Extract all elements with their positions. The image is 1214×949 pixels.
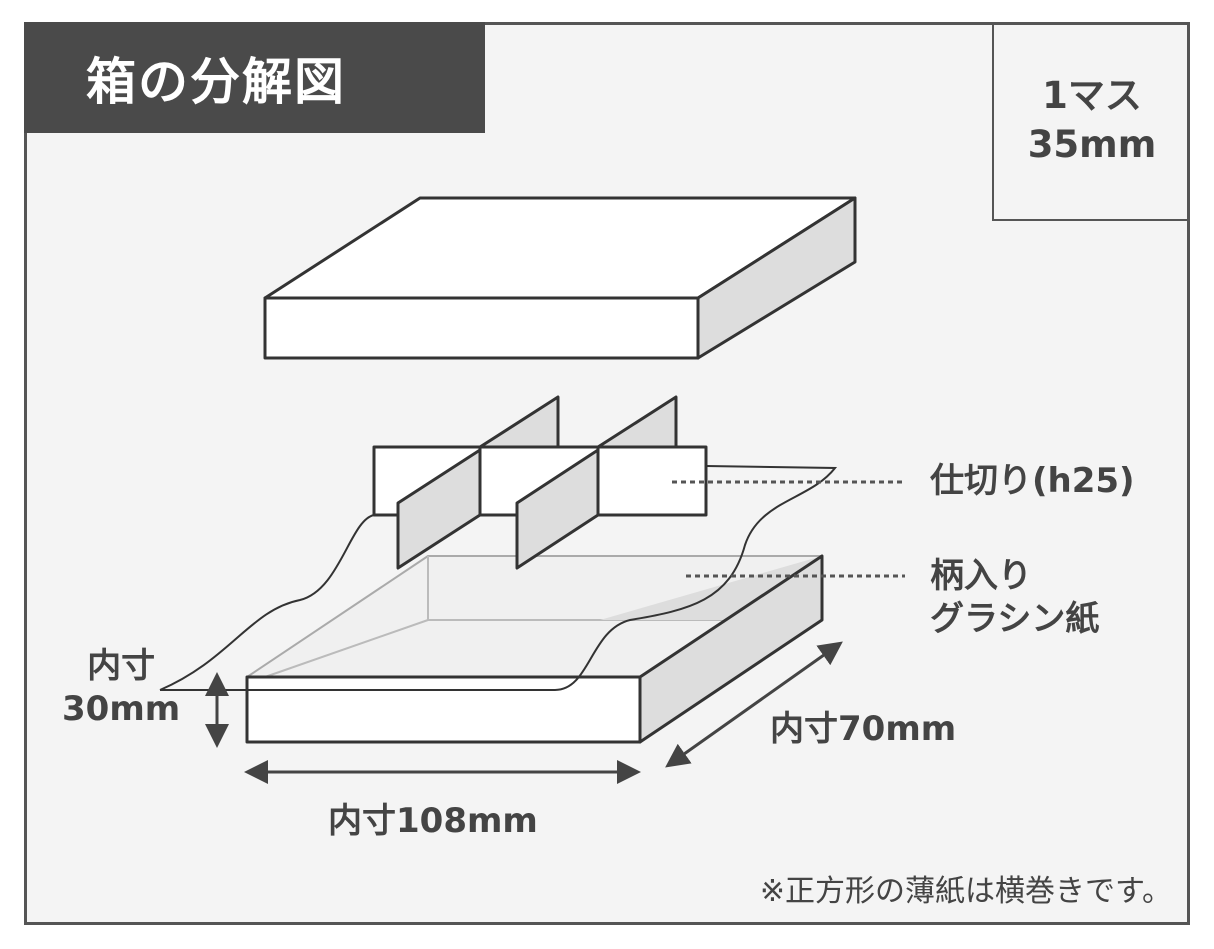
scale-box: 1マス 35mm [992, 22, 1190, 221]
dividers [372, 395, 708, 570]
box-base [245, 554, 824, 744]
divider-label: 仕切り(h25) [930, 461, 1135, 501]
lid [263, 196, 857, 360]
paper-label: 柄入り グラシン紙 [930, 555, 1099, 640]
paper-label-line1: 柄入り [930, 556, 1032, 596]
width-label: 内寸108mm [328, 801, 538, 841]
height-label-line1: 内寸 [87, 646, 156, 686]
depth-arrow [665, 641, 843, 768]
footnote: ※正方形の薄紙は横巻きです。 [759, 874, 1172, 909]
height-label-line2: 30mm [62, 688, 181, 729]
tissue-paper [159, 465, 838, 691]
scale-line2: 35mm [1027, 122, 1157, 166]
depth-label: 内寸70mm [770, 709, 957, 749]
diagram-title: 箱の分解図 [24, 22, 485, 133]
scale-line1: 1マス [1042, 74, 1142, 118]
paper-label-line2: グラシン紙 [930, 598, 1100, 639]
height-label: 内寸 30mm [62, 645, 180, 730]
